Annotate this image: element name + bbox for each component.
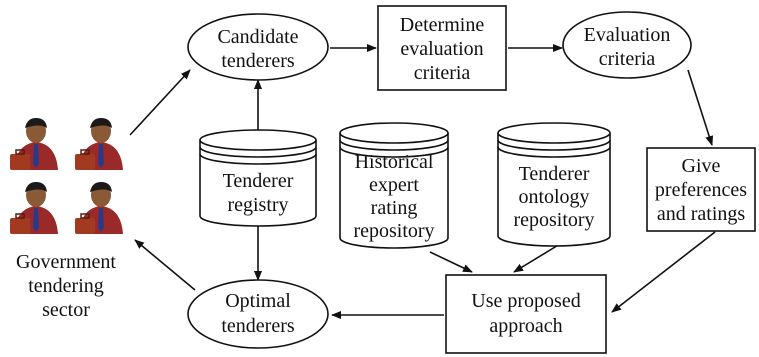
- tenderer-registry-rim-1: [199, 146, 317, 158]
- node-ontology-repository: Tenderer ontology repository: [497, 122, 611, 247]
- node-determine-criteria: Determine evaluation criteria: [377, 5, 507, 91]
- give-preferences-line-3: and ratings: [657, 203, 746, 225]
- historical-repository-line-4: repository: [353, 220, 434, 242]
- historical-repository-line-2: expert: [369, 174, 419, 196]
- node-evaluation-criteria: Evaluation criteria: [562, 11, 692, 79]
- tenderer-registry-rim-2: [199, 153, 317, 165]
- optimal-tenderers-ellipse: [187, 279, 329, 349]
- use-approach-box: [445, 274, 607, 354]
- historical-repository-line-1: Historical: [355, 151, 434, 173]
- government-sector-line-1: Government: [16, 251, 116, 273]
- give-preferences-box: [646, 147, 756, 232]
- determine-criteria-box: [377, 5, 507, 91]
- edge-optimal-to-sector: [134, 239, 196, 291]
- candidate-tenderers-line-2: tenderers: [221, 50, 295, 72]
- node-tenderer-registry: Tenderer registry: [199, 129, 317, 227]
- edge-ontology-to-use: [513, 243, 561, 273]
- evaluation-criteria-line-2: criteria: [599, 48, 656, 70]
- government-people-group: [10, 118, 123, 234]
- ontology-repository-rim-1: [497, 139, 611, 151]
- optimal-tenderers-line-2: tenderers: [221, 315, 295, 337]
- person-icon: [10, 118, 58, 170]
- edge-give-to-use: [611, 231, 716, 313]
- historical-repository-rim-2: [339, 146, 449, 158]
- person-icon: [75, 182, 123, 234]
- ontology-repository-line-3: repository: [513, 209, 594, 231]
- tenderer-registry-body: [199, 140, 317, 227]
- government-sector-line-3: sector: [42, 299, 90, 321]
- tenderer-registry-top: [199, 129, 317, 151]
- evaluation-criteria-line-1: Evaluation: [584, 24, 671, 46]
- historical-repository-line-3: rating: [371, 197, 418, 219]
- edge-historical-to-use: [429, 251, 473, 273]
- historical-repository-top: [339, 122, 449, 144]
- tenderer-registry-line-1: Tenderer: [223, 170, 294, 192]
- give-preferences-line-1: Give: [682, 155, 721, 177]
- edge-evaluation-to-give: [687, 69, 714, 146]
- node-optimal-tenderers: Optimal tenderers: [187, 279, 329, 349]
- determine-criteria-line-1: Determine: [400, 14, 485, 36]
- ontology-repository-body: [497, 133, 611, 247]
- government-sector-line-2: tendering: [28, 275, 104, 297]
- evaluation-criteria-ellipse: [562, 11, 692, 79]
- historical-repository-rim-1: [339, 139, 449, 151]
- node-give-preferences: Give preferences and ratings: [646, 147, 756, 232]
- government-sector-label: Government tendering sector: [16, 251, 116, 321]
- person-icon: [75, 118, 123, 170]
- give-preferences-line-2: preferences: [655, 179, 747, 201]
- ontology-repository-line-1: Tenderer: [519, 163, 590, 185]
- person-icon: [10, 182, 58, 234]
- optimal-tenderers-line-1: Optimal: [225, 290, 291, 312]
- candidate-tenderers-ellipse: [187, 13, 329, 81]
- ontology-repository-top: [497, 122, 611, 144]
- ontology-repository-rim-2: [497, 146, 611, 158]
- determine-criteria-line-2: evaluation: [400, 38, 483, 60]
- node-candidate-tenderers: Candidate tenderers: [187, 13, 329, 81]
- node-use-approach: Use proposed approach: [445, 274, 607, 354]
- ontology-repository-line-2: ontology: [518, 186, 589, 208]
- determine-criteria-line-3: criteria: [414, 62, 471, 84]
- edge-sector-to-candidates: [129, 69, 191, 136]
- use-approach-line-2: approach: [489, 315, 562, 337]
- tenderer-registry-line-2: registry: [227, 194, 288, 216]
- use-approach-line-1: Use proposed: [471, 290, 580, 312]
- candidate-tenderers-line-1: Candidate: [217, 26, 298, 48]
- historical-repository-body: [339, 133, 449, 249]
- node-historical-repository: Historical expert rating repository: [339, 122, 449, 249]
